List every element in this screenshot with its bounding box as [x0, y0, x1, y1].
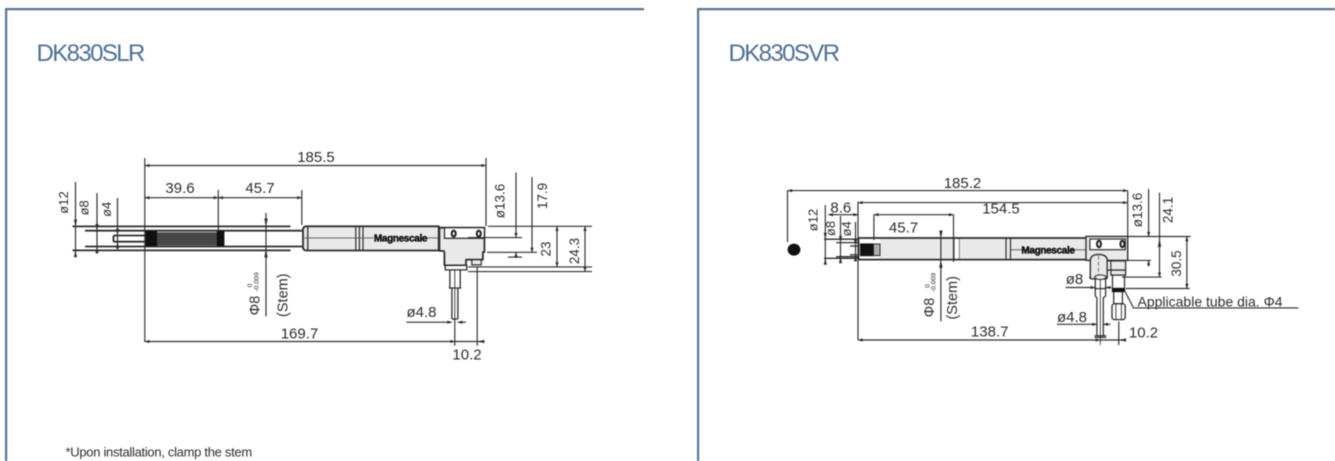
svg-text:ø8: ø8 [1066, 271, 1084, 288]
svg-text:DK830SVR: DK830SVR [729, 40, 840, 67]
svg-text:39.6: 39.6 [165, 180, 194, 197]
svg-text:0: 0 [247, 283, 254, 287]
svg-text:ø12: ø12 [805, 209, 820, 231]
svg-text:*Upon installation, clamp the: *Upon installation, clamp the stem [66, 445, 252, 460]
svg-text:ø8: ø8 [77, 200, 92, 215]
svg-text:(Stem): (Stem) [945, 276, 961, 320]
svg-text:-0.009: -0.009 [253, 272, 260, 291]
svg-text:169.7: 169.7 [281, 325, 319, 342]
svg-text:ø4.8: ø4.8 [1057, 309, 1087, 326]
svg-text:Magnescale: Magnescale [374, 234, 428, 245]
svg-text:30.5: 30.5 [1169, 250, 1184, 276]
svg-text:ø13.6: ø13.6 [1130, 193, 1145, 228]
svg-text:ø8: ø8 [823, 221, 838, 236]
svg-text:Applicable tube dia. Φ4: Applicable tube dia. Φ4 [1138, 293, 1283, 309]
svg-text:10.2: 10.2 [452, 347, 481, 364]
svg-text:185.2: 185.2 [944, 175, 982, 192]
svg-text:Φ8: Φ8 [922, 298, 938, 318]
svg-text:Φ8: Φ8 [247, 296, 263, 316]
svg-text:45.7: 45.7 [245, 180, 274, 197]
svg-text:138.7: 138.7 [971, 324, 1009, 341]
svg-text:(Stem): (Stem) [275, 273, 291, 317]
svg-text:Magnescale: Magnescale [1021, 245, 1075, 256]
svg-text:24.1: 24.1 [1161, 197, 1176, 223]
svg-text:8.6: 8.6 [830, 199, 851, 216]
svg-text:17.9: 17.9 [535, 183, 550, 209]
svg-text:ø4.8: ø4.8 [406, 304, 436, 321]
svg-text:0: 0 [924, 284, 931, 288]
svg-text:ø12: ø12 [56, 191, 71, 213]
svg-text:DK830SLR: DK830SLR [37, 40, 146, 67]
svg-text:45.7: 45.7 [889, 220, 918, 237]
svg-text:154.5: 154.5 [982, 201, 1020, 218]
svg-text:ø13.6: ø13.6 [493, 184, 508, 219]
svg-text:-0.009: -0.009 [930, 273, 937, 292]
svg-text:ø4: ø4 [839, 221, 854, 236]
svg-text:ø4: ø4 [99, 202, 114, 217]
svg-text:10.2: 10.2 [1129, 325, 1158, 342]
svg-text:24.3: 24.3 [567, 238, 582, 264]
svg-text:23: 23 [539, 241, 554, 256]
svg-text:185.5: 185.5 [297, 149, 335, 166]
